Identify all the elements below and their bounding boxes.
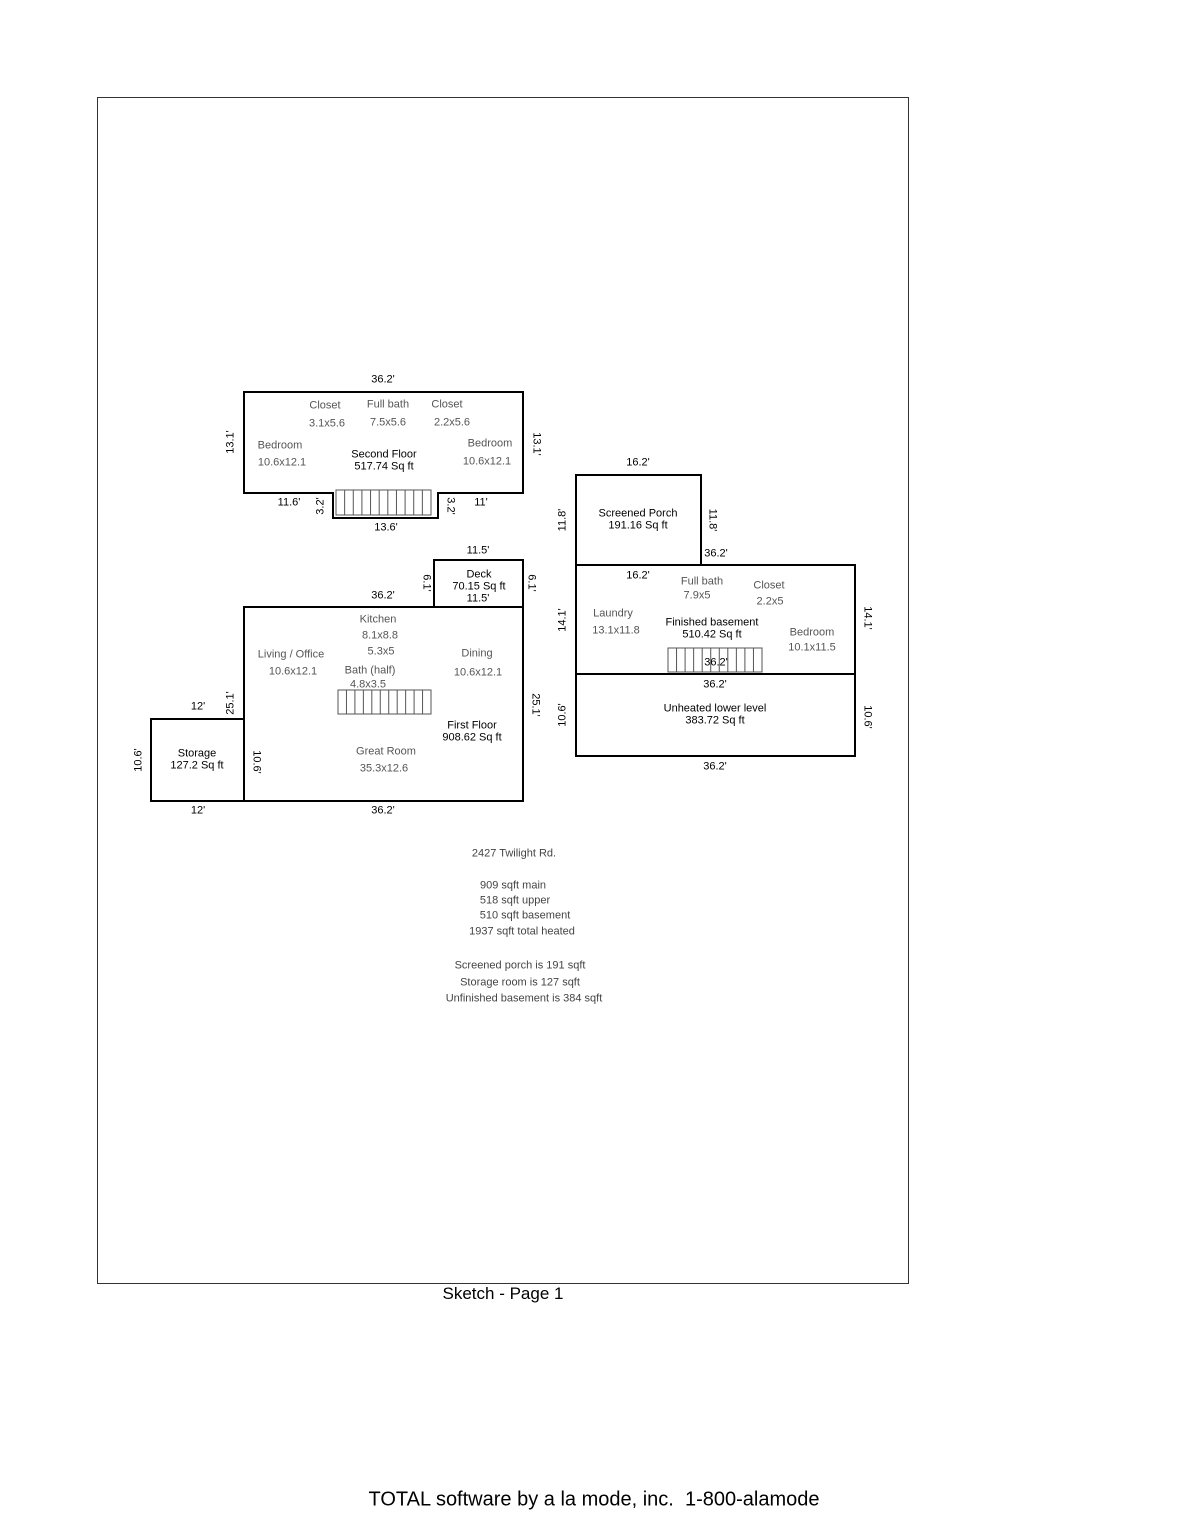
area-name: First Floor — [447, 719, 497, 732]
room-label: Closet — [309, 399, 341, 412]
dim-label: 36.2' — [703, 760, 727, 773]
first-floor-outline — [243, 606, 524, 802]
area-name: Unheated lower level — [663, 702, 767, 715]
dim-label: 13.1' — [224, 430, 237, 454]
room-dim: 10.6x12.1 — [462, 455, 512, 468]
second-floor-outline — [243, 391, 524, 519]
summary-note: Storage room is 127 sqft — [460, 976, 580, 989]
dim-label: 13.6' — [374, 521, 398, 534]
area-size: 510.42 Sq ft — [682, 628, 742, 641]
dim-label: 10.6' — [132, 748, 145, 772]
dim-label: 36.2' — [371, 589, 395, 602]
dim-label: 3.2' — [314, 497, 327, 515]
area-name: Deck — [466, 568, 492, 581]
summary-note: 518 sqft upper — [479, 894, 551, 907]
room-dim: 3.1x5.6 — [308, 417, 346, 430]
dim-label: 11.6' — [277, 496, 301, 509]
room-label: Full bath — [366, 398, 410, 411]
storage-outline — [150, 718, 245, 802]
dim-label: 3.2' — [444, 497, 457, 515]
room-dim: 2.2x5.6 — [433, 416, 471, 429]
dim-label: 14.1' — [556, 608, 569, 632]
page-border — [97, 97, 909, 1284]
room-dim: 10.6x12.1 — [453, 666, 503, 679]
room-dim: 10.6x12.1 — [257, 456, 307, 469]
summary-note: 510 sqft basement — [479, 909, 571, 922]
dim-label: 11.8' — [706, 508, 719, 532]
dim-label: 16.2' — [626, 456, 650, 469]
summary-note: 1937 sqft total heated — [469, 925, 575, 938]
dim-label: 6.1' — [420, 574, 433, 592]
area-name: Screened Porch — [598, 507, 678, 520]
dim-label: 10.6' — [250, 750, 263, 774]
summary-note: Unfinished basement is 384 sqft — [445, 992, 603, 1005]
area-size: 517.74 Sq ft — [354, 460, 414, 473]
page-label: Sketch - Page 1 — [442, 1284, 564, 1303]
dim-label: 10.6' — [556, 703, 569, 727]
dim-label: 13.1' — [530, 432, 543, 456]
unheated-lower-outline — [575, 673, 856, 757]
room-label: Living / Office — [257, 648, 325, 661]
summary-note: 909 sqft main — [479, 879, 547, 892]
room-dim: 13.1x11.8 — [592, 624, 640, 637]
address-note: 2427 Twilight Rd. — [471, 847, 557, 860]
room-dim: 2.2x5 — [756, 595, 784, 608]
room-label: Kitchen — [359, 613, 397, 626]
room-label: Dining — [461, 647, 493, 660]
area-name: Finished basement — [665, 616, 759, 629]
area-size: 191.16 Sq ft — [608, 519, 668, 532]
dim-label: 10.6' — [861, 705, 874, 729]
area-size: 383.72 Sq ft — [685, 714, 745, 727]
area-name: Second Floor — [351, 448, 417, 461]
room-dim: 35.3x12.6 — [359, 762, 409, 775]
room-label: Bedroom — [257, 439, 303, 452]
dim-label: 16.2' — [626, 569, 650, 582]
summary-note: Screened porch is 191 sqft — [454, 959, 586, 972]
dim-label: 6.1' — [525, 574, 538, 592]
dim-label: 12' — [190, 804, 206, 817]
dim-label: 36.2' — [371, 804, 395, 817]
dim-label: 12' — [190, 700, 206, 713]
dim-label: 11.5' — [466, 592, 490, 605]
room-label: Bath (half) — [344, 664, 396, 677]
room-label: Great Room — [356, 745, 416, 758]
staircase — [335, 489, 432, 516]
dim-label: 36.2' — [704, 547, 728, 560]
dim-label: 36.2' — [704, 656, 728, 669]
room-label: Laundry — [593, 607, 633, 620]
room-dim: 5.3x5 — [367, 645, 395, 658]
area-size: 70.15 Sq ft — [452, 580, 506, 593]
dim-label: 25.1' — [529, 693, 542, 717]
room-label: Closet — [431, 398, 463, 411]
dim-label: 11.5' — [466, 544, 490, 557]
dim-label: 11.8' — [556, 508, 569, 532]
room-label: Bedroom — [467, 437, 513, 450]
area-name: Storage — [177, 747, 217, 760]
dim-label: 36.2' — [371, 373, 395, 386]
dim-label: 11' — [474, 496, 488, 509]
area-size: 908.62 Sq ft — [442, 731, 502, 744]
room-dim: 10.6x12.1 — [268, 665, 318, 678]
area-size: 127.2 Sq ft — [170, 759, 224, 772]
staircase — [667, 647, 763, 673]
room-dim: 7.5x5.6 — [369, 416, 407, 429]
room-dim: 8.1x8.8 — [361, 629, 399, 642]
room-dim: 7.9x5 — [683, 589, 711, 602]
footer-text: TOTAL software by a la mode, inc. 1-800-… — [368, 1488, 820, 1511]
room-label: Closet — [753, 579, 785, 592]
room-label: Bedroom — [789, 626, 835, 639]
room-dim: 10.1x11.5 — [788, 641, 836, 654]
room-label: Full bath — [680, 575, 724, 588]
dim-label: 36.2' — [703, 678, 727, 691]
dim-label: 25.1' — [224, 691, 237, 715]
room-dim: 4.8x3.5 — [349, 678, 387, 691]
staircase — [337, 689, 432, 715]
dim-label: 14.1' — [861, 606, 874, 630]
